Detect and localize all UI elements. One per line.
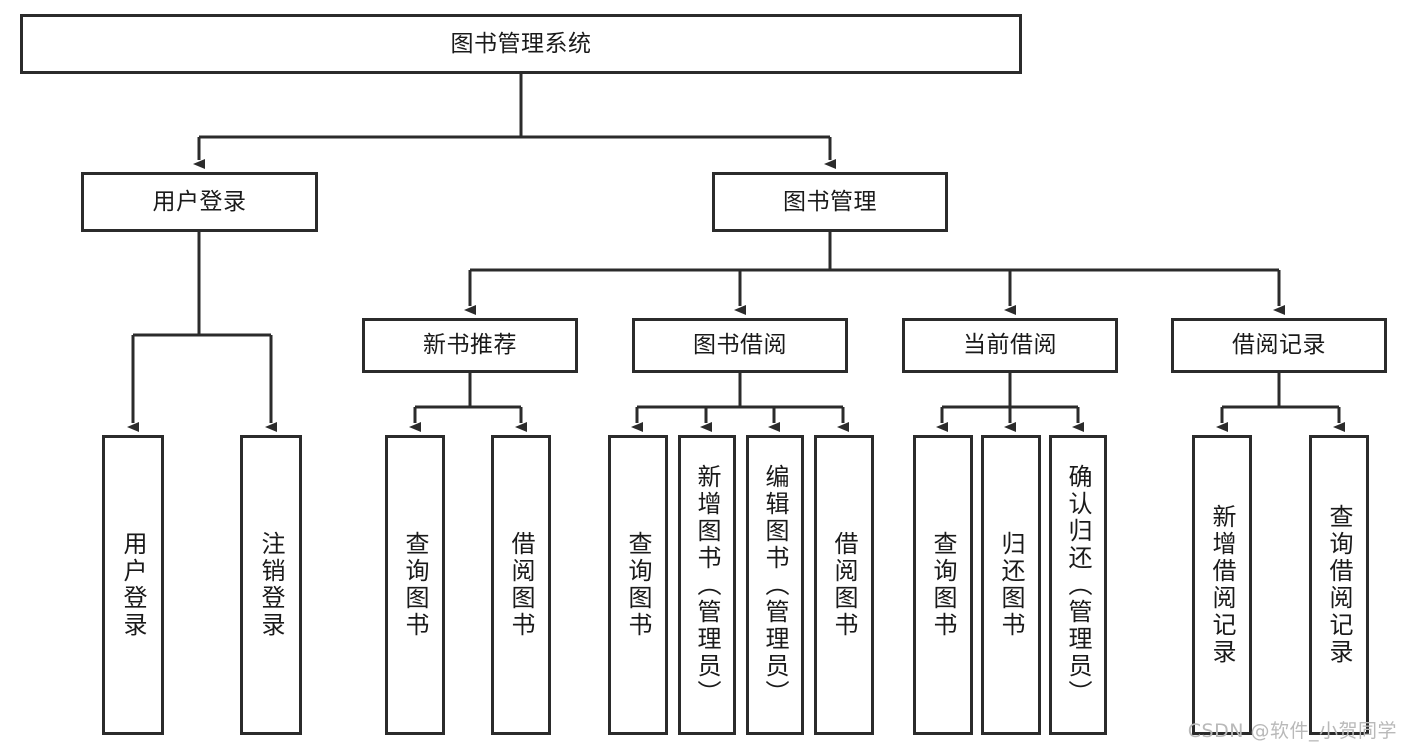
node-leaf-return-book-label: 归还图书 (997, 531, 1025, 639)
node-leaf-add-book-admin[interactable]: 新增图书（管理员） (678, 435, 736, 735)
node-leaf-user-login-label: 用户登录 (119, 531, 147, 639)
node-borrow-record[interactable]: 借阅记录 (1171, 318, 1387, 373)
node-leaf-borrow-book-2-label: 借阅图书 (830, 531, 858, 639)
node-leaf-query-book-2[interactable]: 查询图书 (608, 435, 668, 735)
node-book-borrow-label: 图书借阅 (693, 332, 787, 359)
node-leaf-query-book-2-label: 查询图书 (624, 531, 652, 639)
node-leaf-query-book-3[interactable]: 查询图书 (913, 435, 973, 735)
node-leaf-return-book[interactable]: 归还图书 (981, 435, 1041, 735)
node-current-borrow[interactable]: 当前借阅 (902, 318, 1118, 373)
node-leaf-borrow-book-2[interactable]: 借阅图书 (814, 435, 874, 735)
node-new-book-recommend-label: 新书推荐 (423, 332, 517, 359)
node-leaf-borrow-book-1[interactable]: 借阅图书 (491, 435, 551, 735)
node-leaf-logout-label: 注销登录 (257, 531, 285, 639)
node-leaf-query-book-3-label: 查询图书 (929, 531, 957, 639)
node-leaf-confirm-return-admin-label: 确认归还（管理员） (1064, 463, 1092, 707)
node-root-label: 图书管理系统 (450, 30, 592, 57)
node-leaf-query-borrow-record-label: 查询借阅记录 (1325, 504, 1353, 666)
node-root[interactable]: 图书管理系统 (20, 14, 1022, 74)
watermark: CSDN @软件_小贺同学 (1187, 720, 1397, 742)
node-leaf-edit-book-admin-label: 编辑图书（管理员） (761, 463, 789, 707)
node-book-borrow[interactable]: 图书借阅 (632, 318, 848, 373)
node-leaf-query-book-1[interactable]: 查询图书 (385, 435, 445, 735)
node-new-book-recommend[interactable]: 新书推荐 (362, 318, 578, 373)
node-leaf-logout[interactable]: 注销登录 (240, 435, 302, 735)
node-book-management-label: 图书管理 (783, 188, 877, 215)
node-leaf-borrow-book-1-label: 借阅图书 (507, 531, 535, 639)
node-leaf-confirm-return-admin[interactable]: 确认归还（管理员） (1049, 435, 1107, 735)
node-book-management[interactable]: 图书管理 (712, 172, 948, 232)
node-user-login-label: 用户登录 (152, 188, 247, 215)
node-leaf-add-borrow-record-label: 新增借阅记录 (1208, 504, 1236, 666)
node-current-borrow-label: 当前借阅 (963, 332, 1057, 359)
node-leaf-query-book-1-label: 查询图书 (401, 531, 429, 639)
node-leaf-user-login[interactable]: 用户登录 (102, 435, 164, 735)
node-leaf-add-book-admin-label: 新增图书（管理员） (693, 463, 721, 707)
node-borrow-record-label: 借阅记录 (1232, 332, 1326, 359)
node-user-login[interactable]: 用户登录 (81, 172, 318, 232)
node-leaf-edit-book-admin[interactable]: 编辑图书（管理员） (746, 435, 804, 735)
node-leaf-add-borrow-record[interactable]: 新增借阅记录 (1192, 435, 1252, 735)
node-leaf-query-borrow-record[interactable]: 查询借阅记录 (1309, 435, 1369, 735)
